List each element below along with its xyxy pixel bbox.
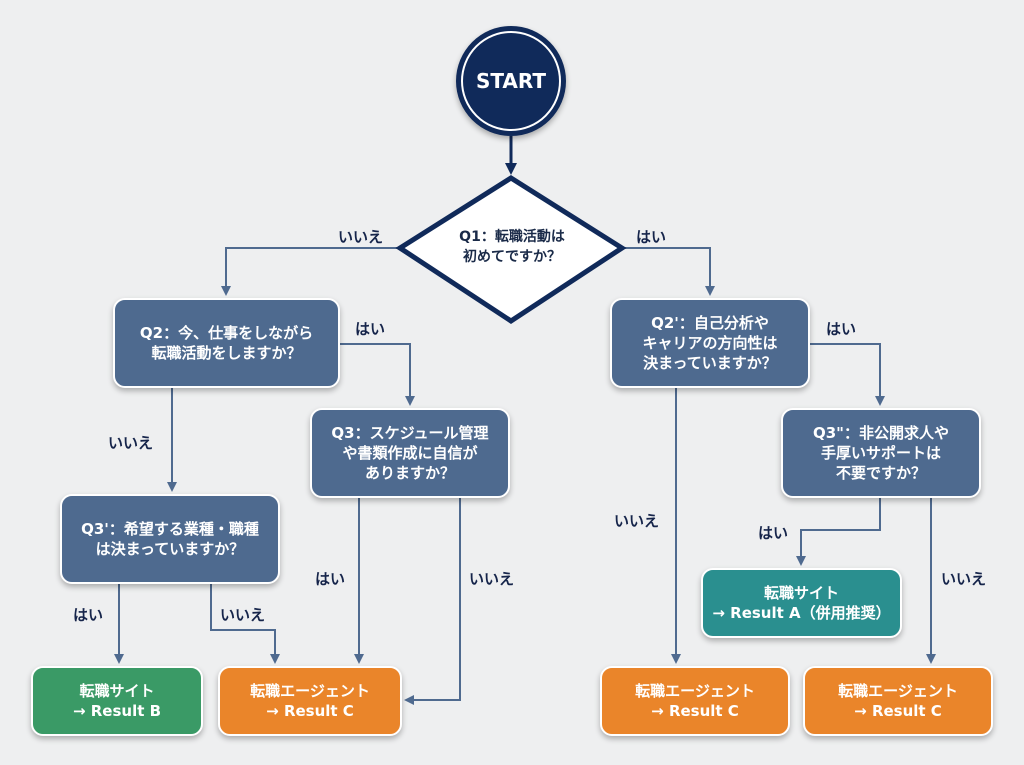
label-q3-yes: はい — [315, 570, 346, 588]
q2p-node: Q2'：自己分析や キャリアの方向性は 決まっていますか？ — [610, 298, 810, 388]
edge-q1-yes — [620, 247, 715, 296]
q2-node: Q2：今、仕事をしながら 転職活動をしますか？ — [113, 298, 340, 388]
result-site-b: 転職サイト → Result B — [31, 666, 203, 736]
result-site-a: 転職サイト → Result A（併用推奨） — [701, 568, 902, 638]
label-q2p-no: いいえ — [614, 512, 660, 530]
start-ring — [461, 31, 561, 131]
q3p-node: Q3'：希望する業種・職種 は決まっていますか？ — [60, 494, 280, 584]
edge-q3p-no — [210, 584, 280, 664]
label-q3pp-yes: はい — [758, 524, 789, 542]
label-q2-yes: はい — [355, 320, 386, 338]
result-agent-c-middle: 転職エージェント → Result C — [600, 666, 790, 736]
q3pp-node: Q3"：非公開求人や 手厚いサポートは 不要ですか？ — [781, 408, 981, 498]
start-node: START — [456, 26, 566, 136]
edge-q2-yes — [340, 343, 415, 406]
label-q2-no: いいえ — [108, 434, 154, 452]
label-q3p-yes: はい — [73, 606, 104, 624]
label-q1-yes: はい — [636, 228, 667, 246]
edge-q3-no — [404, 498, 461, 705]
edge-q3pp-yes — [796, 498, 881, 566]
label-q2p-yes: はい — [826, 320, 857, 338]
q1-text: Q1：転職活動は 初めてですか？ — [459, 229, 565, 265]
label-q1-no: いいえ — [338, 228, 384, 246]
result-agent-c-right: 転職エージェント → Result C — [803, 666, 993, 736]
result-agent-c-left: 転職エージェント → Result C — [218, 666, 402, 736]
edge-q2p-yes — [810, 343, 885, 406]
start-label: START — [475, 69, 547, 93]
edge-q1-no — [221, 247, 402, 296]
q3-node: Q3：スケジュール管理 や書類作成に自信が ありますか？ — [310, 408, 510, 498]
label-q3pp-no: いいえ — [941, 570, 987, 588]
q1-diamond — [395, 175, 627, 324]
label-q3-no: いいえ — [469, 570, 515, 588]
label-q3p-no: いいえ — [220, 606, 266, 624]
